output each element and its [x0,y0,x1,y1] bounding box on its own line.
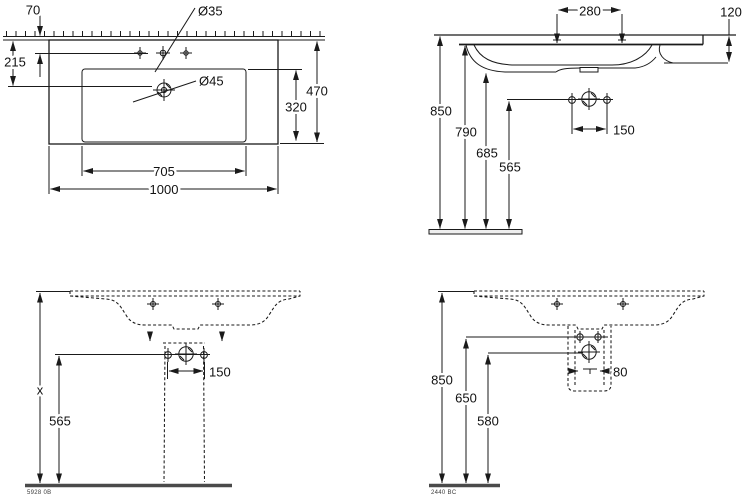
dim-label-trap-offset: 150 [613,123,635,138]
drain-icon [153,79,175,101]
dim-label-height-underside: 685 [476,146,498,161]
trap-icon [55,343,210,365]
dim-height-rim: 790 [453,45,479,229]
dim-label-inner-depth: 320 [285,100,307,115]
dim-label-height-top: 850 [430,104,452,119]
tap-hole-left-icon [147,298,159,310]
dim-overall-depth: 470 [280,41,330,144]
dim-trap-offset: 150 [571,107,637,140]
tap-position-right-icon [618,14,626,44]
dim-label-cover-width: 80 [613,365,627,380]
drawing-code: 5928 0B [27,490,51,496]
basin-inner-rim [81,68,247,143]
tap-hole-right-icon [617,298,629,310]
trap-icon [466,331,608,363]
front-siphon-view: 80 850 650 580 2440 BC [429,290,705,496]
dim-label-height-trap: 565 [49,414,71,429]
dim-height-variable: x [34,291,70,484]
dim-inner-width: 705 [81,146,247,182]
dim-label-drain-offset: 215 [4,55,26,70]
dim-label-basin-edge-height: 120 [720,5,742,20]
leader-line-drain [132,80,197,103]
dim-label-height-trap: 565 [499,160,521,175]
label-tap-hole-diameter: Ø35 [198,4,223,19]
dim-tap-spacing: 280 [558,1,621,21]
dim-height-top: 850 [428,36,454,229]
dim-label-inner-width: 705 [153,164,175,179]
siphon-cover-hidden-outline [567,326,612,392]
dim-height-top: 850 [429,291,474,484]
dim-trap-hole-spacing: 150 [167,362,233,382]
label-drain-diameter: Ø45 [199,74,224,89]
basin-hidden-outline [473,290,705,330]
dim-basin-edge-height: 120 [718,2,743,62]
dim-label-trap-hole-spacing: 150 [209,365,231,380]
dim-label-height-rim: 790 [455,125,477,140]
pedestal-hidden-outline [163,342,206,483]
dim-label-height-fixing: 650 [455,391,477,406]
leader-line-tap [154,7,196,73]
dim-height-trap: 565 [47,355,73,484]
front-pedestal-view: 150 x 565 5928 0B [25,290,301,496]
dim-label-overall-depth: 470 [306,84,328,99]
basin-outline [48,39,279,145]
floor-line [428,229,523,235]
dim-height-trap: 580 [475,354,501,484]
tap-position-left-icon [553,14,561,44]
basin-hidden-outline [69,290,301,330]
dim-wall-offset: 70 [23,0,148,77]
outlet-icon [583,368,597,374]
dim-label-height-variable: x [37,383,44,398]
dim-label-height-trap: 580 [477,414,499,429]
dim-height-trap: 565 [497,101,523,229]
dim-inner-depth: 320 [248,69,309,141]
dim-cover-width: 80 [568,362,630,382]
trap-icon [507,88,613,110]
dim-label-wall-offset: 70 [26,3,40,18]
basin-profile [434,34,736,73]
dim-height-fixing: 650 [453,338,479,484]
dim-label-overall-width: 1000 [150,182,179,197]
tap-hole-right-icon [180,47,192,59]
tap-hole-left-icon [551,298,563,310]
dim-label-tap-spacing: 280 [579,4,601,19]
overflow-slot [579,67,599,73]
dim-label-height-top: 850 [431,373,453,388]
tap-hole-right-icon [212,298,224,310]
dim-overall-width: 1000 [48,146,279,200]
wall-hatch [3,31,325,41]
side-view: 280 120 150 850 790 [428,1,743,235]
tap-hole-center-icon [156,46,170,60]
dim-height-underside: 685 [474,73,500,229]
dim-drain-offset: 215 [2,41,152,87]
drawing-code: 2440 BC [431,490,457,496]
top-view: 70 215 Ø35 Ø45 320 470 705 [2,0,331,200]
